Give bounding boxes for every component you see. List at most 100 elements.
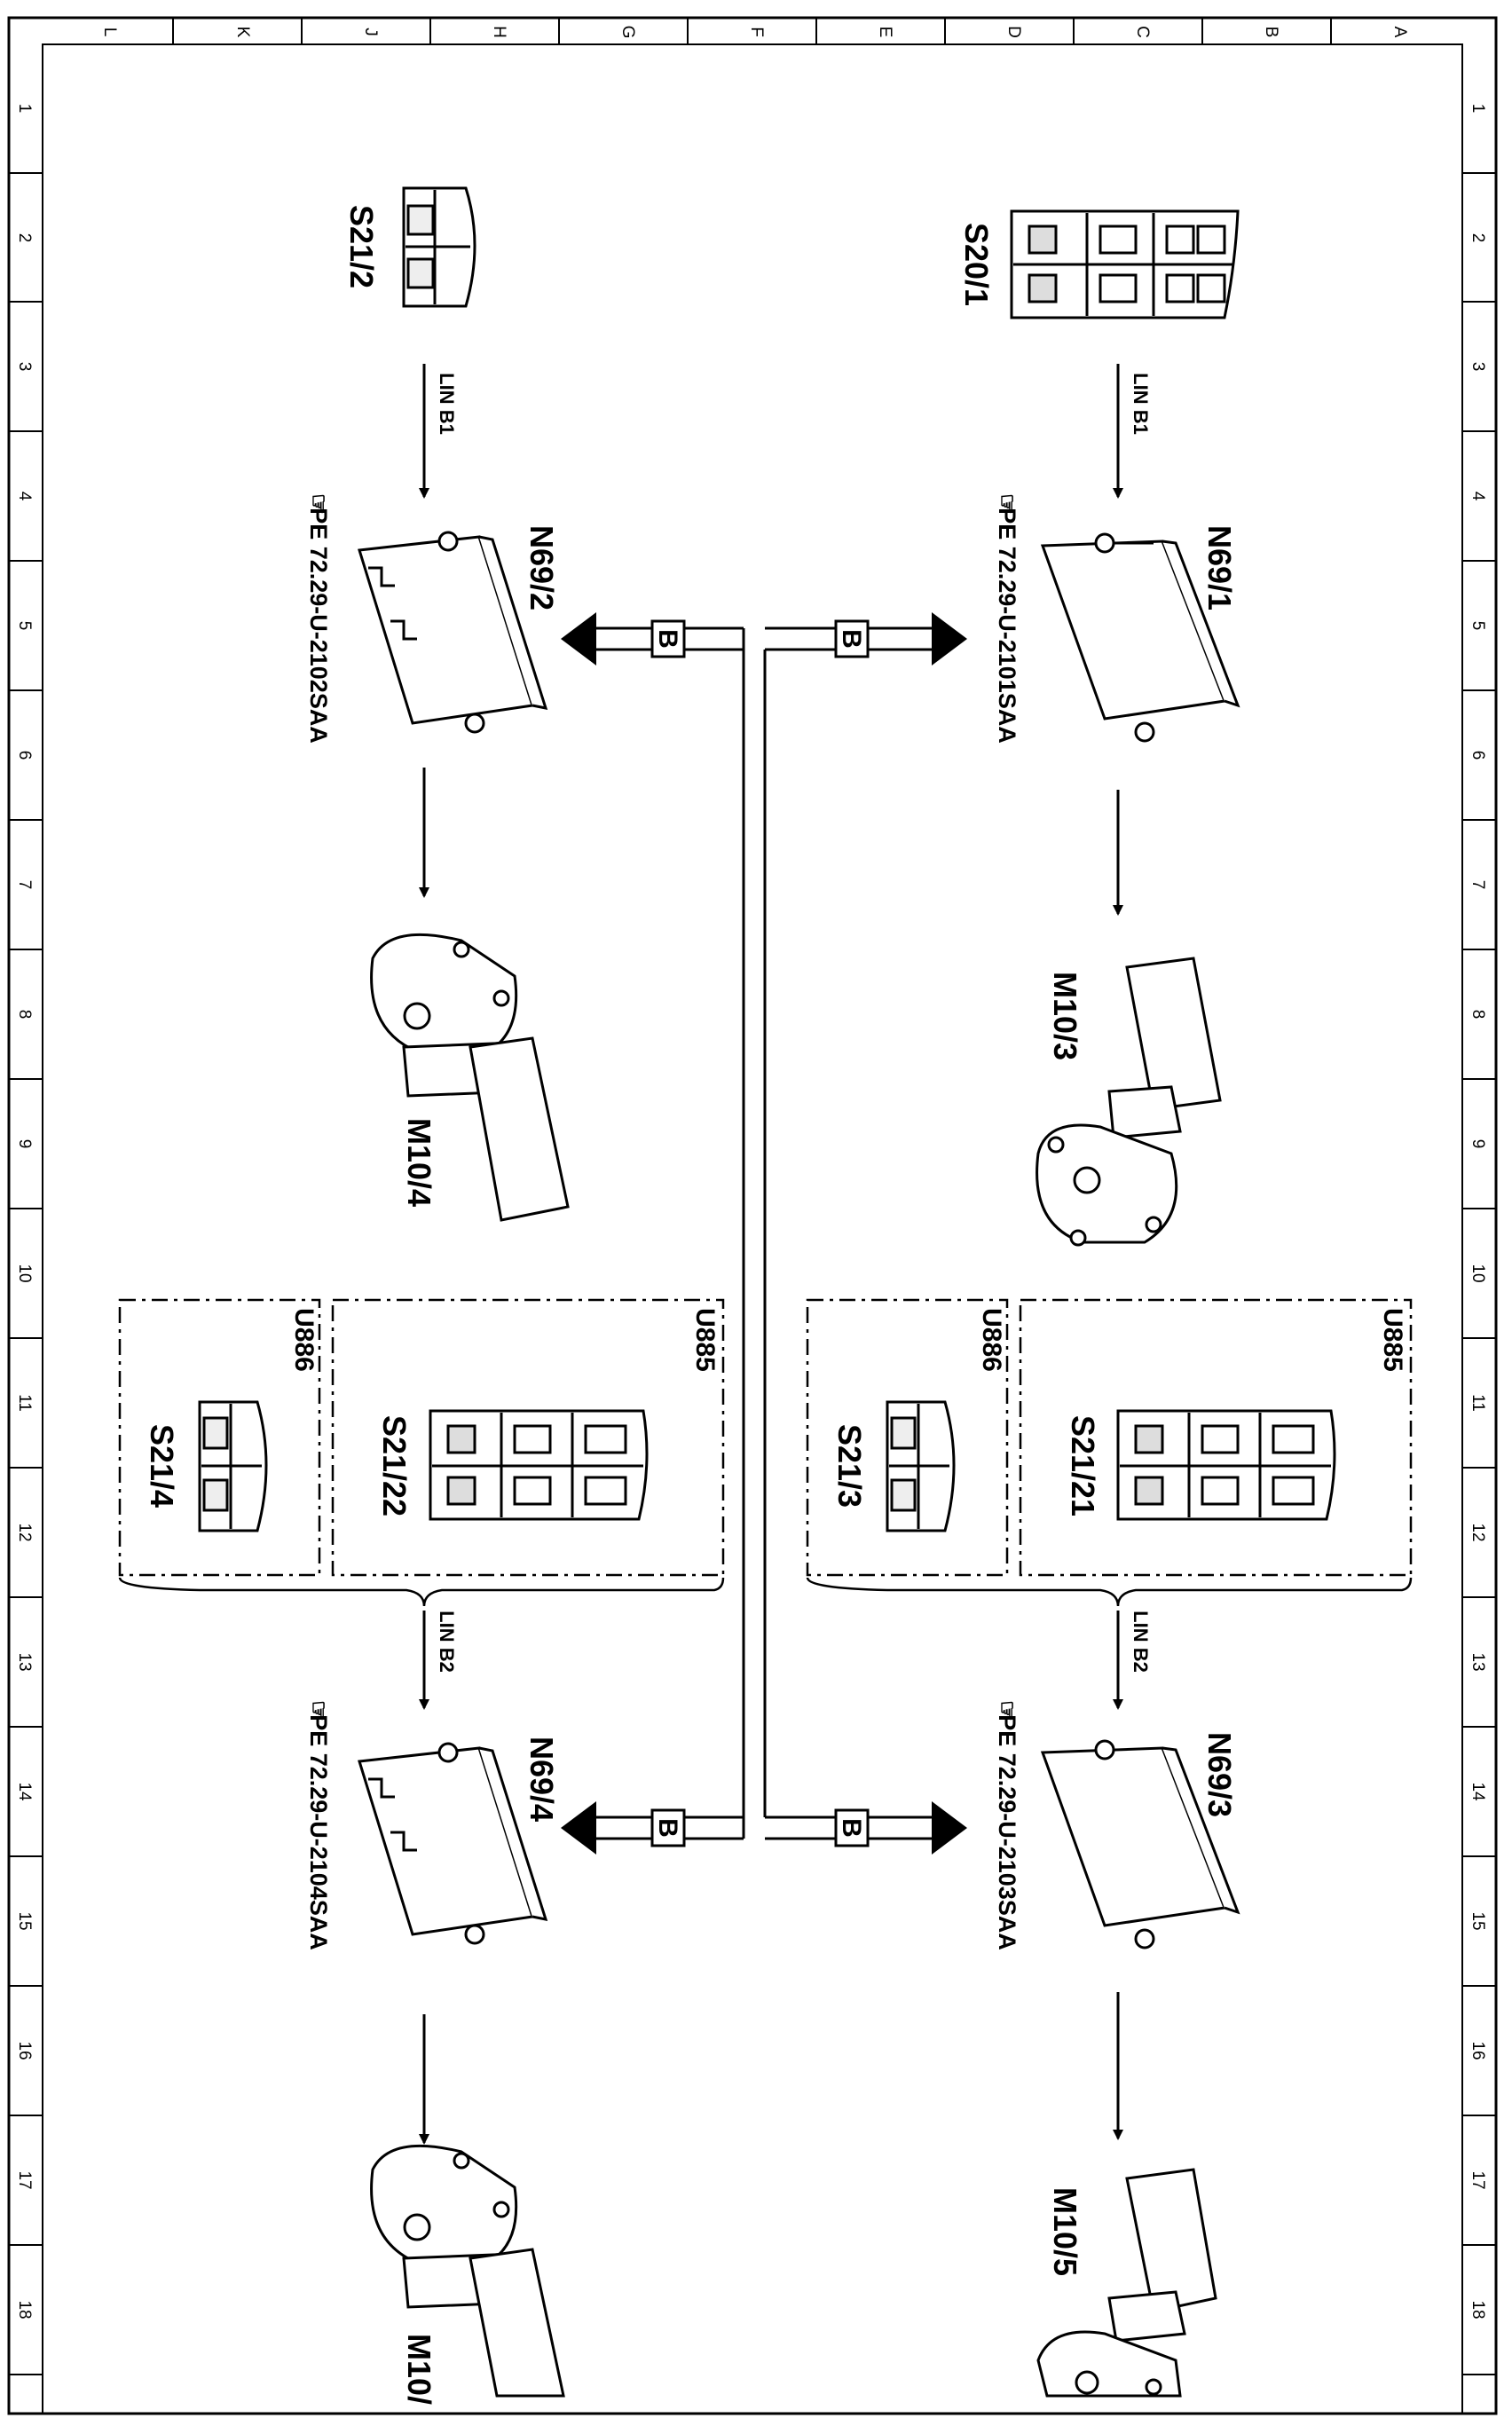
switch-panel-s21-3 (886, 1400, 956, 1532)
ref-n69-1: PE 72.29-U-2101SAA (994, 508, 1020, 744)
row-label-left: 14 (15, 1782, 34, 1801)
col-label: A (1390, 27, 1409, 38)
can-b-label: B (653, 629, 682, 649)
row-label-left: 8 (15, 1010, 34, 1020)
row-grid (9, 172, 1496, 2375)
row-label-right: 15 (1469, 1911, 1487, 1930)
can-b-arrowheads (561, 612, 967, 1855)
label-m10-3: M10/3 (1047, 972, 1083, 1060)
row-label-left: 7 (15, 880, 34, 890)
row-label-left: 18 (15, 2300, 34, 2319)
row-label-left: 6 (15, 751, 34, 760)
label-n69-2: N69/2 (524, 525, 560, 610)
switch-panel-s21-22 (429, 1409, 649, 1521)
label-m10-4: M10/4 (401, 1118, 437, 1207)
label-n69-3: N69/3 (1201, 1732, 1238, 1817)
row-label-left: 4 (15, 492, 34, 501)
ref-n69-2: PE 72.29-U-2102SAA (305, 508, 332, 744)
label-s21-22: S21/22 (376, 1415, 413, 1516)
can-b-label: B (837, 629, 866, 649)
switch-panel-s21-4 (198, 1400, 268, 1532)
col-label: G (618, 26, 637, 39)
label-s20-1: S20/1 (958, 223, 995, 306)
col-label: D (1004, 26, 1023, 38)
col-label: C (1133, 26, 1152, 38)
label-n69-4: N69/4 (524, 1737, 560, 1822)
code-u885-right: U885 (1378, 1308, 1407, 1372)
row-label-right: 7 (1469, 880, 1487, 890)
row-label-left: 17 (15, 2170, 34, 2189)
switch-panel-s20-1 (1010, 209, 1240, 319)
row-label-right: 17 (1469, 2170, 1487, 2189)
code-u886-left: U886 (289, 1308, 319, 1372)
label-m10-5: M10/5 (1047, 2187, 1083, 2276)
row-label-left: 11 (15, 1394, 34, 1412)
control-unit-n69-1 (1040, 532, 1240, 743)
column-labels: L K J H G F E D C B A (100, 26, 1409, 39)
col-label: L (100, 28, 119, 37)
row-label-left: 15 (15, 1911, 34, 1930)
can-b-label: B (653, 1818, 682, 1838)
row-label-right: 1 (1469, 104, 1487, 114)
motor-m10-6 (370, 2144, 565, 2398)
row-label-left: 2 (15, 233, 34, 243)
option-boxes (118, 1298, 1413, 1577)
control-unit-n69-2 (358, 531, 548, 734)
row-label-left: 16 (15, 2041, 34, 2060)
row-label-right: 5 (1469, 621, 1487, 631)
switch-panel-s21-21 (1116, 1409, 1336, 1521)
row-label-left: 12 (15, 1523, 34, 1541)
col-label: E (876, 27, 894, 38)
column-grid (172, 18, 1332, 44)
row-labels: 1 1 2 2 3 3 4 4 5 5 6 6 7 7 8 8 9 9 10 1… (15, 104, 1487, 2320)
row-label-left: 3 (15, 362, 34, 372)
row-label-right: 13 (1469, 1652, 1487, 1671)
row-label-right: 16 (1469, 2041, 1487, 2060)
row-label-right: 14 (1469, 1782, 1487, 1801)
can-b-badges (650, 619, 870, 1847)
row-label-right: 2 (1469, 233, 1487, 243)
row-label-left: 10 (15, 1264, 34, 1282)
motor-m10-5 (1036, 2168, 1217, 2398)
label-n69-1: N69/1 (1201, 525, 1238, 610)
row-label-right: 12 (1469, 1523, 1487, 1541)
label-m10-6: M10/ (401, 2334, 437, 2405)
label-s21-4: S21/4 (144, 1424, 180, 1508)
lin-b1-label-left: LIN B1 (436, 373, 458, 435)
pointing-hand-icon: ☞ (305, 493, 332, 515)
col-label: F (747, 27, 766, 37)
pointing-hand-icon: ☞ (994, 493, 1020, 515)
lin-b2-label-left: LIN B2 (436, 1611, 458, 1673)
row-label-right: 18 (1469, 2300, 1487, 2319)
brace-lines (118, 1577, 1413, 1607)
control-unit-n69-3 (1040, 1739, 1240, 1949)
can-b-label: B (837, 1818, 866, 1838)
control-unit-n69-4 (358, 1742, 548, 1945)
ref-n69-3: PE 72.29-U-2103SAA (994, 1714, 1020, 1950)
switch-panel-s21-2 (402, 186, 476, 308)
row-label-right: 11 (1469, 1394, 1487, 1412)
row-label-right: 4 (1469, 492, 1487, 501)
row-label-right: 8 (1469, 1010, 1487, 1020)
row-label-right: 3 (1469, 362, 1487, 372)
code-u886-right: U886 (977, 1308, 1006, 1372)
row-label-left: 5 (15, 621, 34, 631)
pointing-hand-icon: ☞ (305, 1700, 332, 1721)
row-label-left: 1 (15, 104, 34, 114)
col-label: H (490, 26, 508, 38)
row-label-left: 13 (15, 1652, 34, 1671)
label-s21-2: S21/2 (343, 205, 380, 288)
code-u885-left: U885 (690, 1308, 720, 1372)
can-b-bus (586, 626, 932, 1840)
lin-b1-label-right: LIN B1 (1130, 373, 1152, 435)
pointing-hand-icon: ☞ (994, 1700, 1020, 1721)
row-label-right: 6 (1469, 751, 1487, 760)
label-s21-21: S21/21 (1065, 1415, 1101, 1516)
col-label: B (1262, 27, 1280, 38)
row-label-right: 9 (1469, 1139, 1487, 1149)
ref-n69-4: PE 72.29-U-2104SAA (305, 1714, 332, 1950)
label-s21-3: S21/3 (831, 1424, 868, 1508)
drawing-frame (7, 16, 1498, 2415)
col-label: J (361, 28, 380, 36)
